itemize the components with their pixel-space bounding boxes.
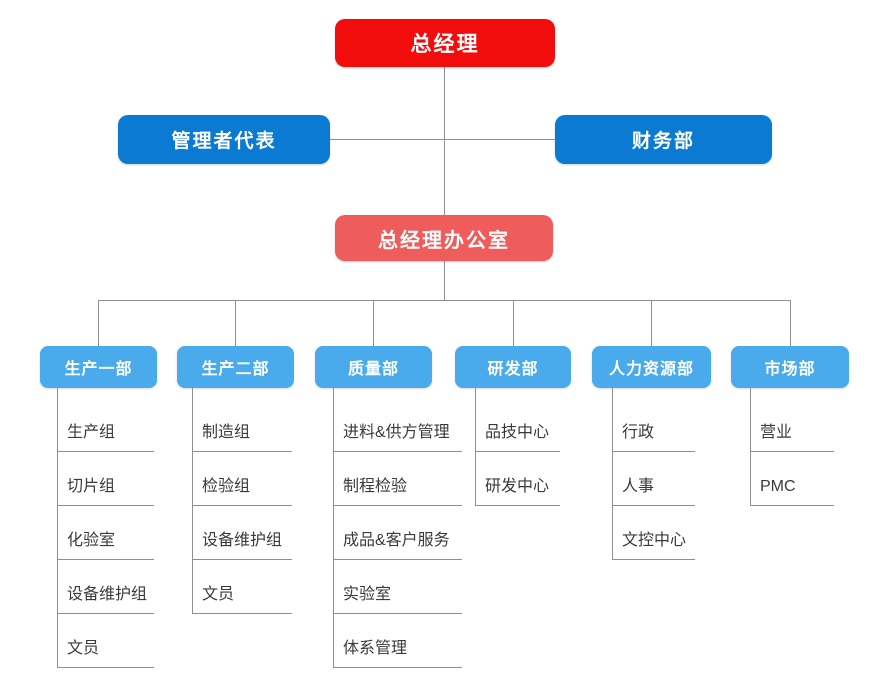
node-dept-hr: 人力资源部 [592, 346, 711, 388]
node-gm-office: 总经理办公室 [335, 215, 553, 261]
subunit-list-marketing: 营业 PMC [750, 388, 834, 506]
connector-drop-dept4 [513, 300, 514, 346]
subunit-item: 进料&供方管理 [334, 388, 462, 452]
subunit-item: 设备维护组 [58, 560, 154, 614]
subunit-item: 成品&客户服务 [334, 506, 462, 560]
node-dept-marketing-label: 市场部 [764, 361, 816, 378]
node-dept-quality: 质量部 [315, 346, 432, 388]
subunit-list-production-1: 生产组 切片组 化验室 设备维护组 文员 [57, 388, 154, 668]
node-dept-hr-label: 人力资源部 [608, 361, 694, 378]
connector-drop-dept5 [651, 300, 652, 346]
node-gm-office-label: 总经理办公室 [378, 229, 510, 252]
connector-drop-dept6 [790, 300, 791, 346]
connector-spine [98, 300, 791, 301]
subunit-item: 人事 [613, 452, 695, 506]
subunit-item: 营业 [751, 388, 834, 452]
node-dept-rnd-label: 研发部 [487, 361, 539, 378]
node-dept-marketing: 市场部 [731, 346, 849, 388]
subunit-item: 设备维护组 [193, 506, 292, 560]
node-dept-production-2-label: 生产二部 [201, 361, 270, 378]
node-dept-quality-label: 质量部 [347, 361, 399, 378]
subunit-list-production-2: 制造组 检验组 设备维护组 文员 [192, 388, 292, 614]
subunit-list-hr: 行政 人事 文控中心 [612, 388, 695, 560]
connector-mgr-rep [330, 139, 444, 140]
subunit-item: 品技中心 [476, 388, 560, 452]
connector-drop-dept1 [98, 300, 99, 346]
subunit-item: 制程检验 [334, 452, 462, 506]
subunit-item: 体系管理 [334, 614, 462, 668]
subunit-item: 实验室 [334, 560, 462, 614]
subunit-item: 行政 [613, 388, 695, 452]
connector-drop-dept3 [373, 300, 374, 346]
connector-finance [444, 139, 555, 140]
subunit-item: PMC [751, 452, 834, 506]
node-general-manager: 总经理 [335, 19, 555, 67]
node-dept-production-1-label: 生产一部 [64, 361, 133, 378]
node-finance-dept-label: 财务部 [631, 131, 695, 152]
subunit-item: 文员 [58, 614, 154, 668]
connector-drop-dept2 [235, 300, 236, 346]
subunit-item: 研发中心 [476, 452, 560, 506]
connector-root-to-office [444, 67, 445, 215]
subunit-item: 切片组 [58, 452, 154, 506]
subunit-item: 文员 [193, 560, 292, 614]
subunit-item: 制造组 [193, 388, 292, 452]
node-dept-rnd: 研发部 [455, 346, 571, 388]
subunit-item: 检验组 [193, 452, 292, 506]
node-finance-dept: 财务部 [555, 115, 772, 164]
subunit-list-rnd: 品技中心 研发中心 [475, 388, 560, 506]
node-general-manager-label: 总经理 [410, 33, 480, 56]
node-management-representative: 管理者代表 [118, 115, 330, 164]
subunit-item: 文控中心 [613, 506, 695, 560]
subunit-item: 化验室 [58, 506, 154, 560]
node-management-representative-label: 管理者代表 [171, 131, 277, 152]
node-dept-production-1: 生产一部 [40, 346, 157, 388]
subunit-list-quality: 进料&供方管理 制程检验 成品&客户服务 实验室 体系管理 [333, 388, 462, 668]
connector-office-to-spine [444, 261, 445, 300]
node-dept-production-2: 生产二部 [177, 346, 294, 388]
subunit-item: 生产组 [58, 388, 154, 452]
